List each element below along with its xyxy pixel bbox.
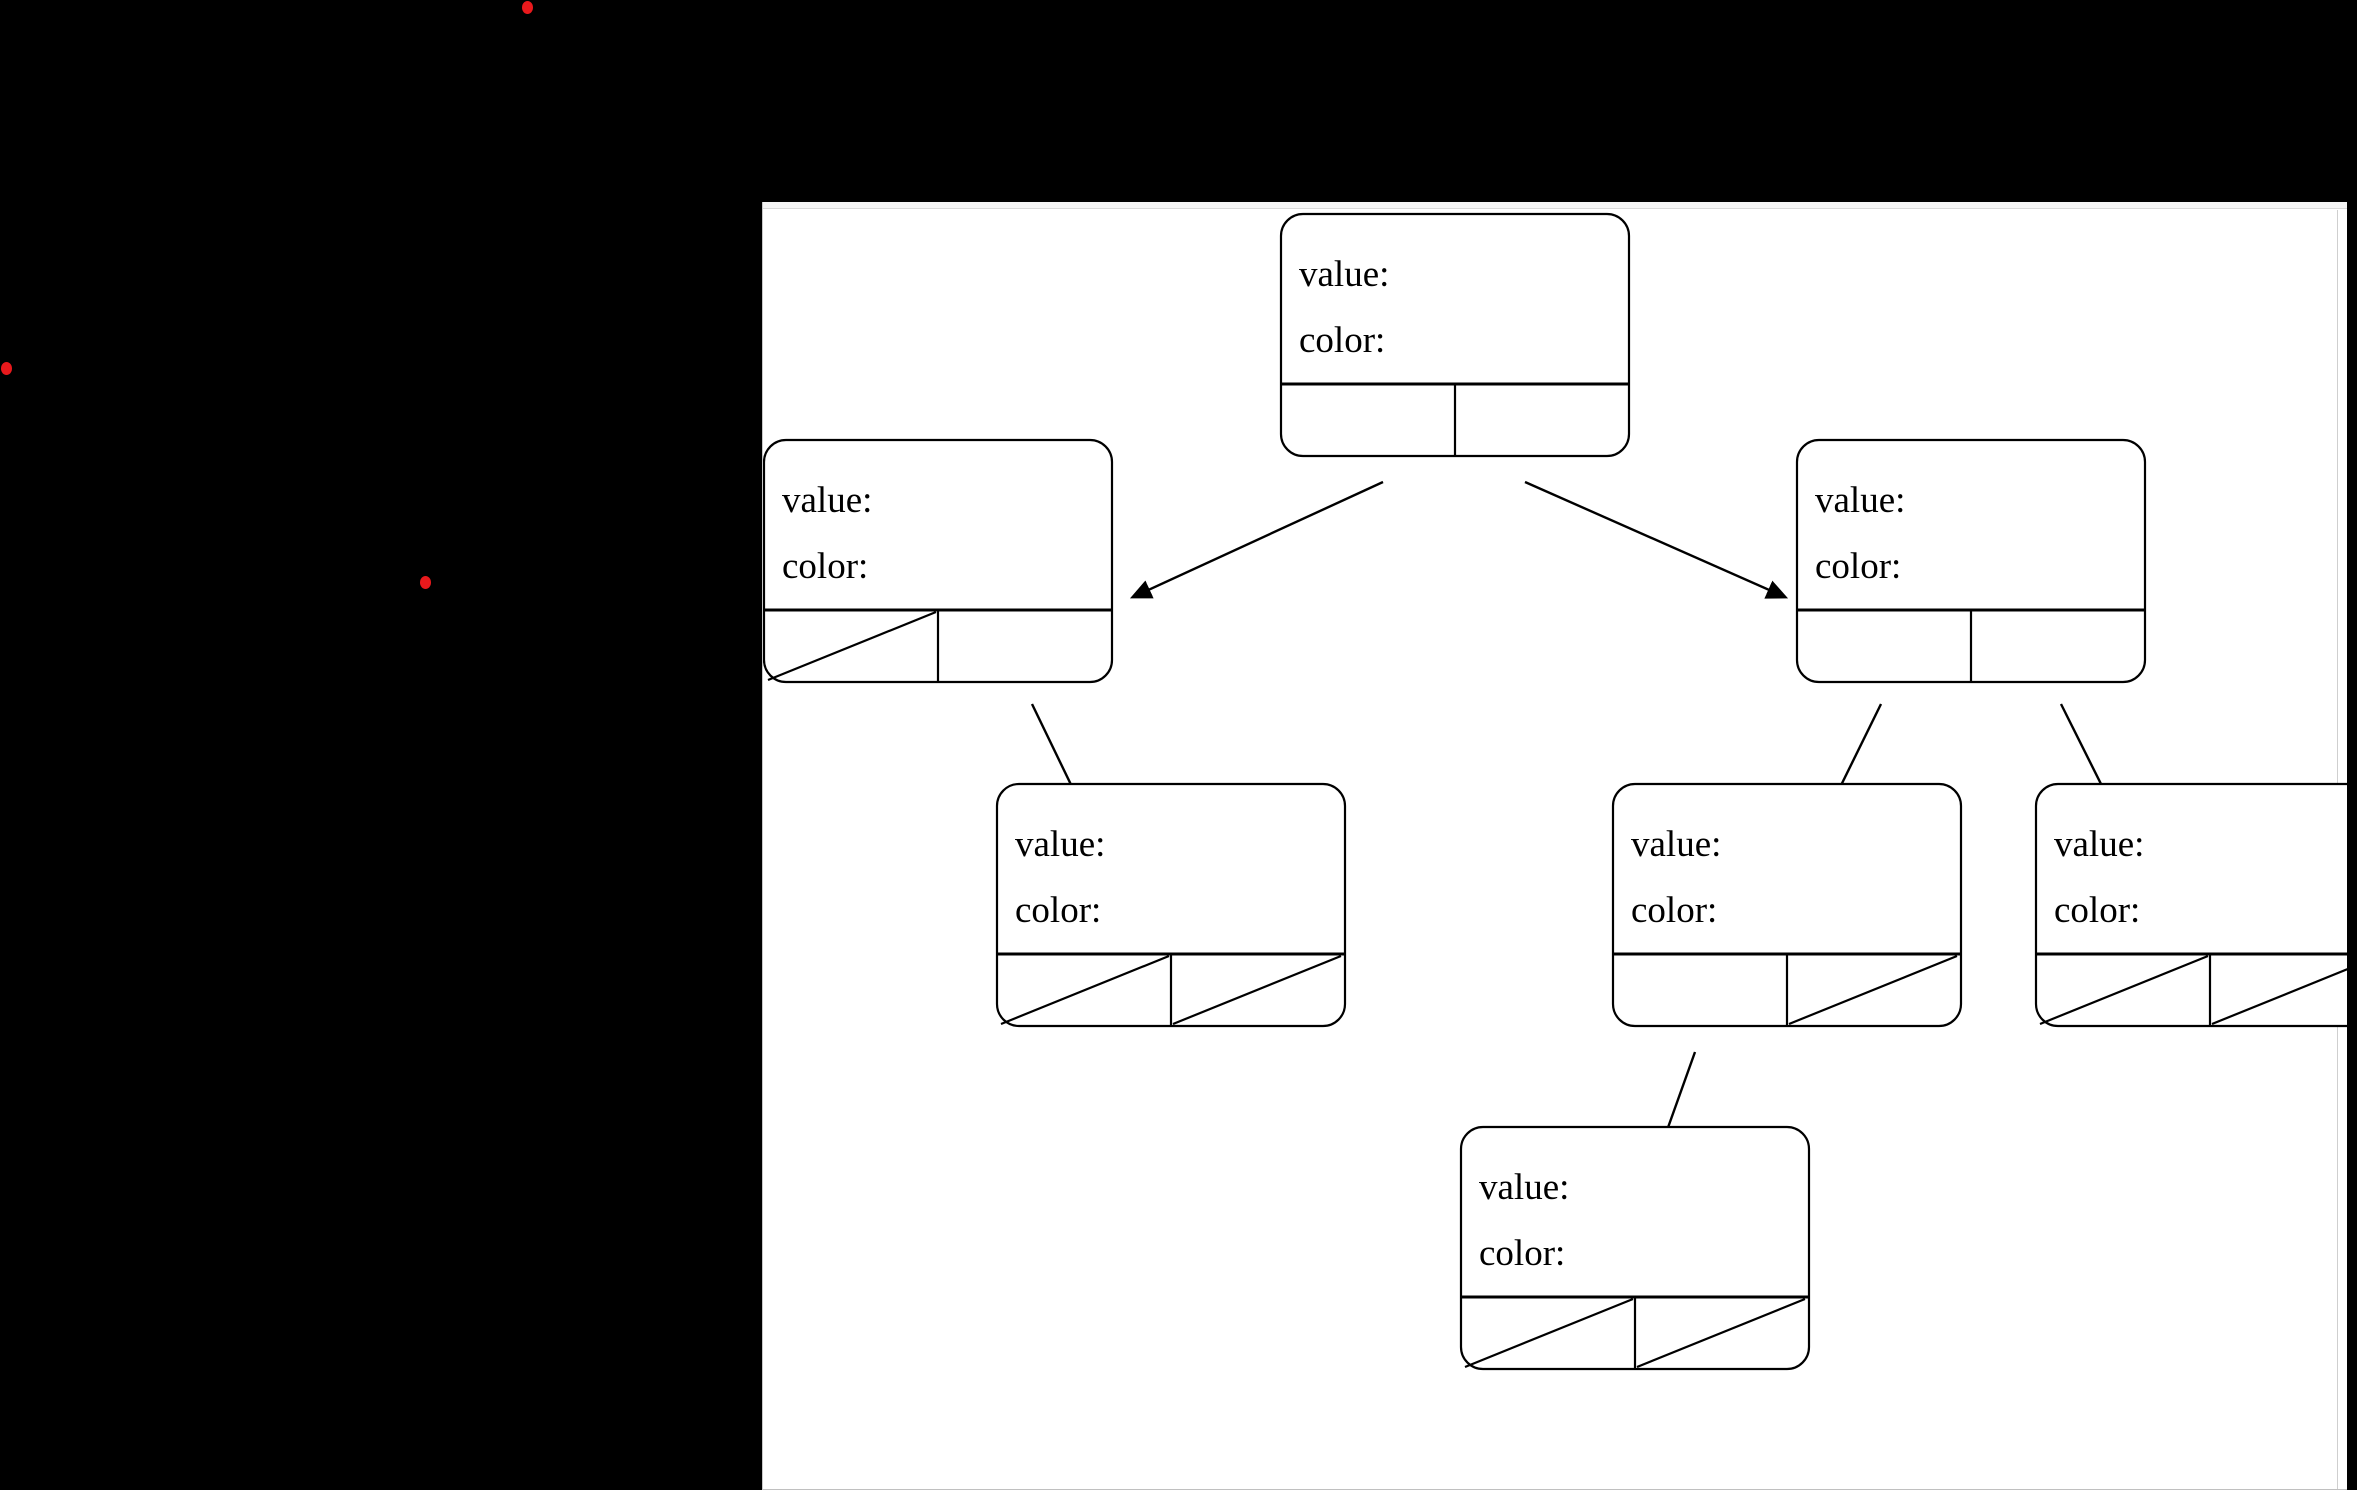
right-pointer-nil-slash bbox=[1172, 954, 1342, 1026]
node-value-label: value: bbox=[782, 480, 872, 521]
node-value-label: value: bbox=[1015, 824, 1105, 865]
edge-root-to-right bbox=[1524, 480, 1789, 599]
left-pointer-nil-slash bbox=[1464, 1297, 1634, 1369]
node-color-label: color: bbox=[782, 546, 868, 587]
left-pointer-nil-slash bbox=[767, 610, 937, 682]
node-value-label: value: bbox=[2054, 824, 2144, 865]
left-pointer-nil-slash bbox=[2039, 954, 2209, 1026]
node-right-child[interactable]: value: color: bbox=[1795, 438, 2147, 684]
right-pointer-nil-slash bbox=[1636, 1297, 1806, 1369]
node-value-label: value: bbox=[1815, 480, 1905, 521]
node-color-label: color: bbox=[1815, 546, 1901, 587]
node-color-label: color: bbox=[1015, 890, 1101, 931]
edge-root-to-left bbox=[1129, 480, 1384, 599]
node-value-label: value: bbox=[1479, 1167, 1569, 1208]
node-deep-leaf[interactable]: value: color: bbox=[1459, 1125, 1811, 1371]
right-pointer-nil-slash bbox=[1788, 954, 1958, 1026]
nodes-layer: value:color:value:color:value:color:valu… bbox=[763, 212, 2347, 1371]
document-canvas-panel[interactable]: value:color:value:color:value:color:valu… bbox=[762, 202, 2347, 1490]
right-pointer-nil-slash bbox=[2211, 968, 2347, 1026]
node-color-label: color: bbox=[1299, 320, 1385, 361]
node-right-right-grandchild[interactable]: value: color: bbox=[2034, 782, 2347, 1028]
node-color-label: color: bbox=[1479, 1233, 1565, 1274]
node-right-left-grandchild[interactable]: value: color: bbox=[1611, 782, 1963, 1028]
node-left-right-grandchild[interactable]: value: color: bbox=[995, 782, 1347, 1028]
left-pointer-nil-slash bbox=[1000, 954, 1170, 1026]
node-value-label: value: bbox=[1631, 824, 1721, 865]
node-color-label: color: bbox=[1631, 890, 1717, 931]
node-value-label: value: bbox=[1299, 254, 1389, 295]
node-root[interactable]: value: color: bbox=[1279, 212, 1631, 458]
canvas-top-band bbox=[763, 202, 2347, 209]
marker-dot-top bbox=[522, 1, 533, 14]
tree-diagram: value:color:value:color:value:color:valu… bbox=[763, 212, 2347, 1371]
marker-dot-middle bbox=[420, 576, 431, 589]
node-color-label: color: bbox=[2054, 890, 2140, 931]
marker-dot-left bbox=[1, 362, 12, 375]
node-left-child[interactable]: value: color: bbox=[763, 438, 1114, 684]
